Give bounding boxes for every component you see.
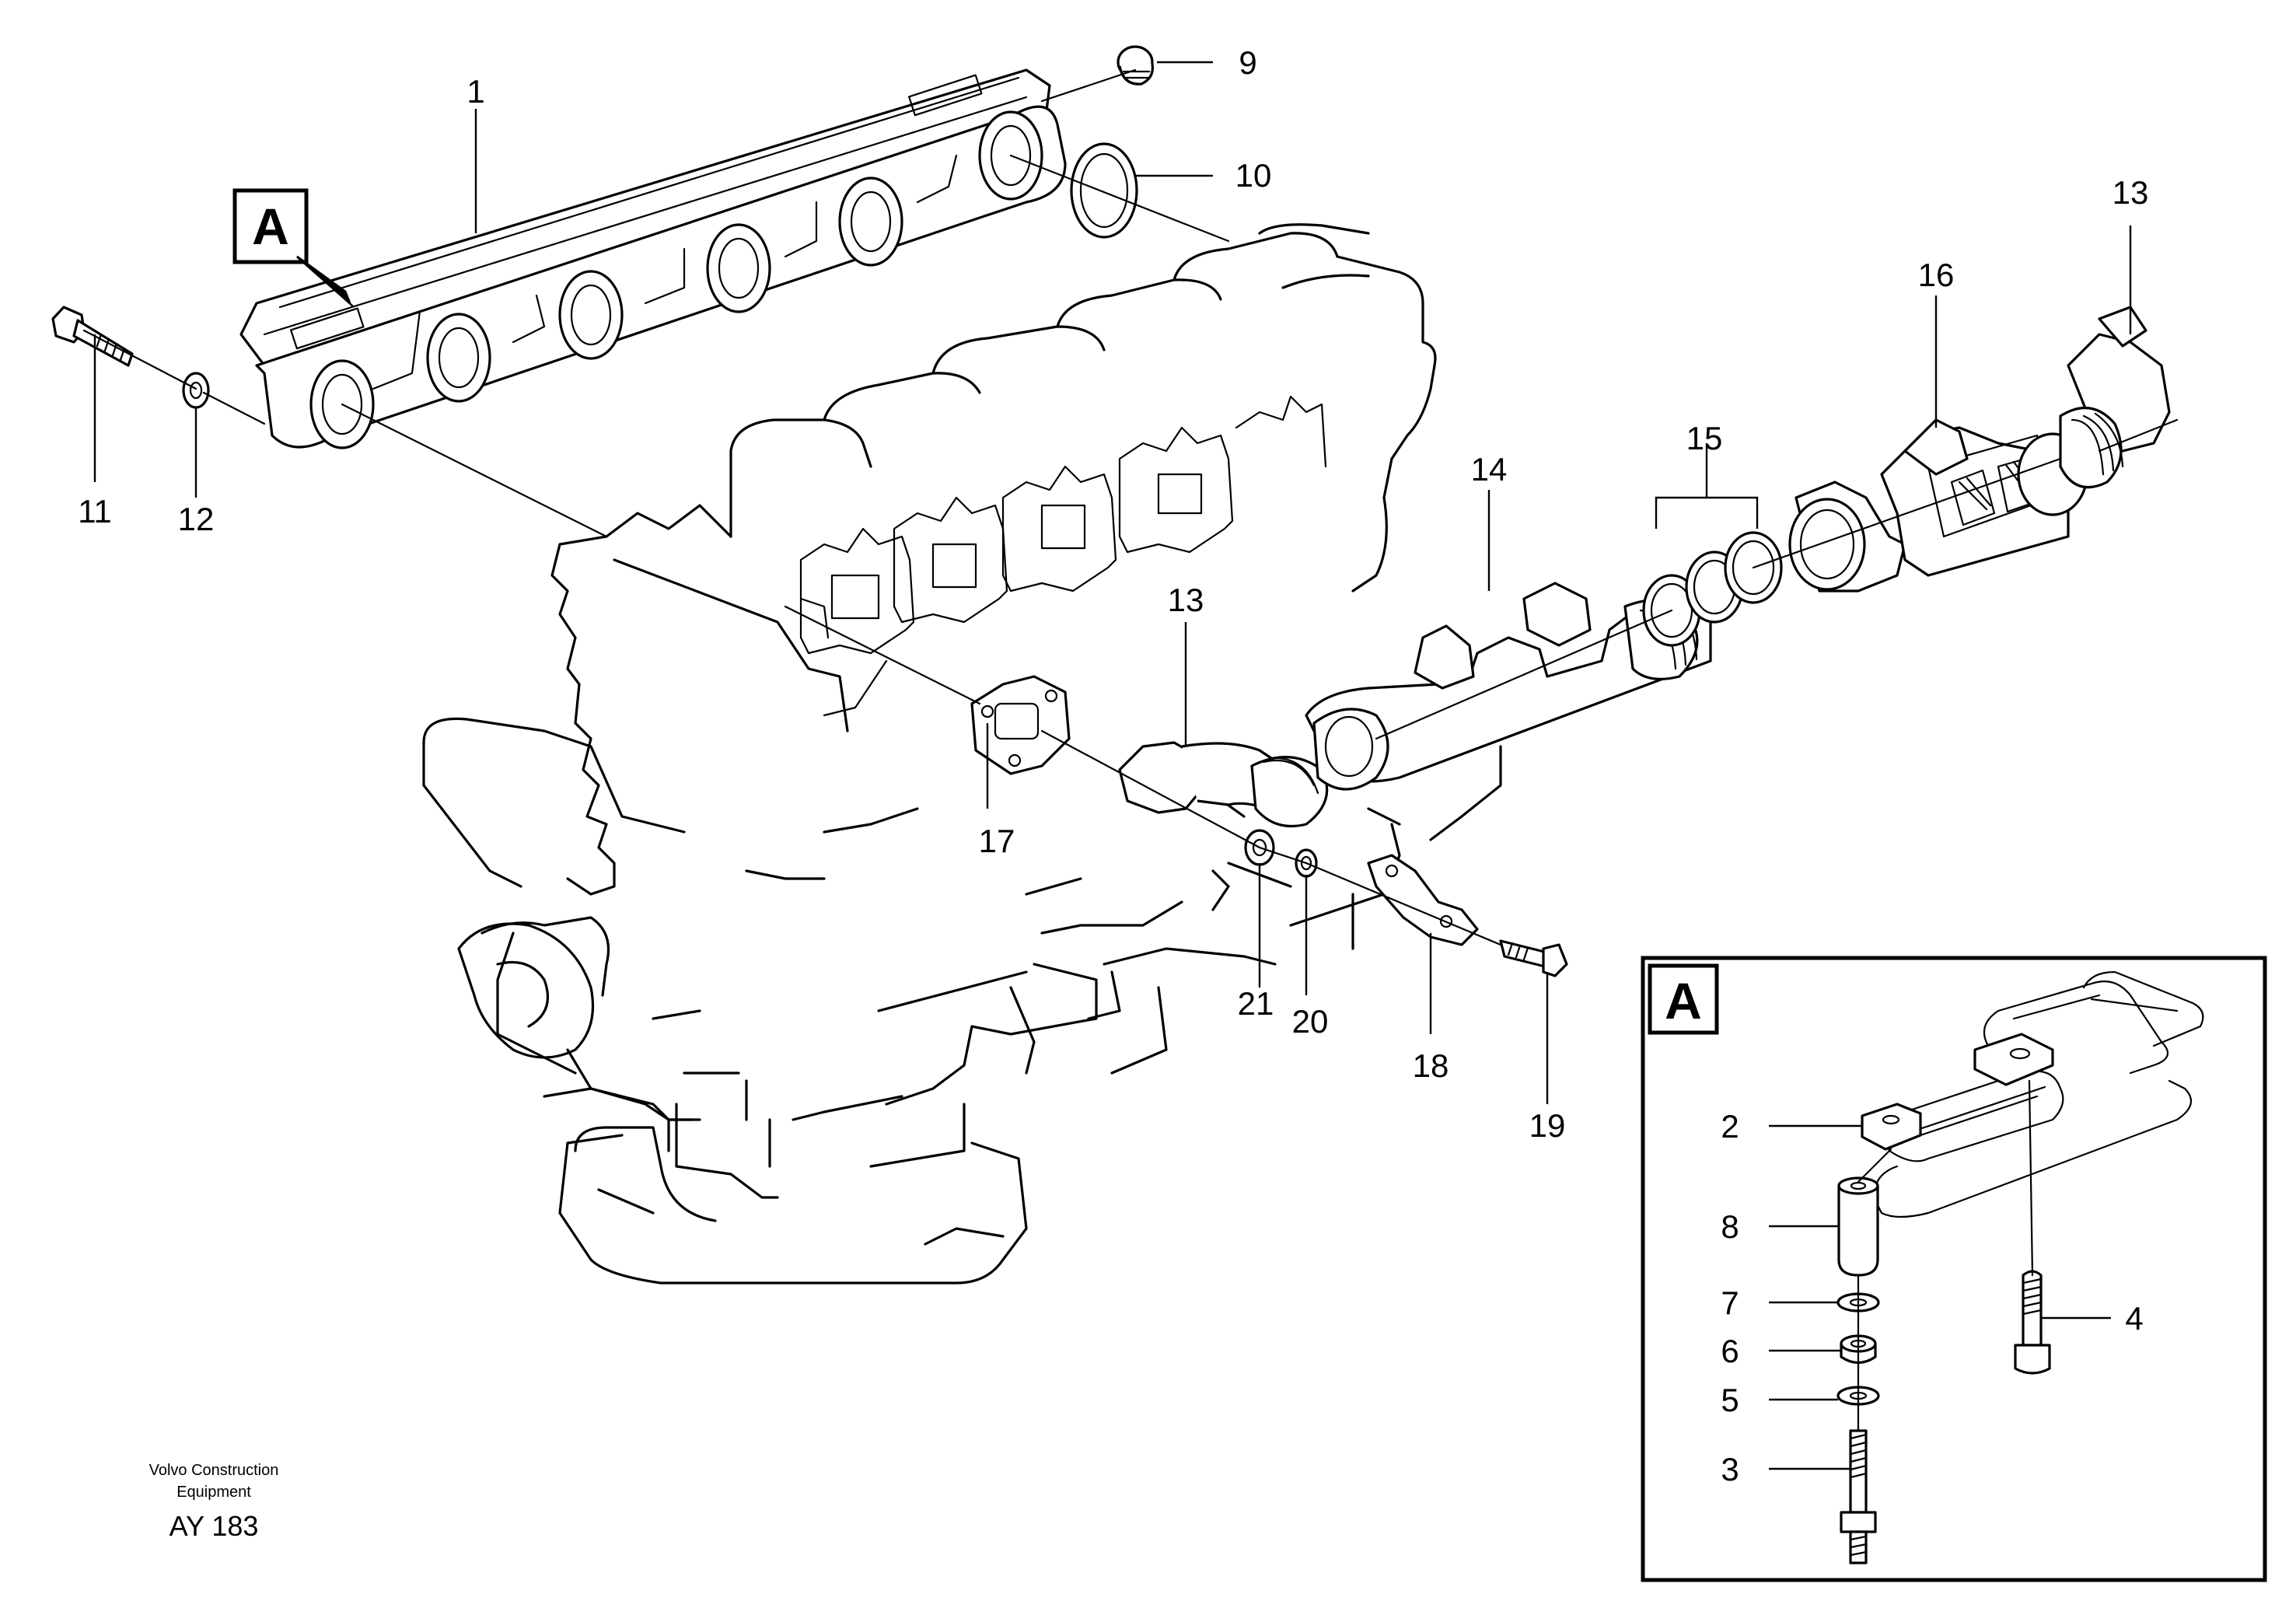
brand-line-2: Equipment: [176, 1484, 251, 1501]
callout-20: 20: [1292, 1003, 1329, 1040]
footer: Volvo Construction Equipment AY 183: [149, 1462, 279, 1542]
callout-13-top: 13: [2113, 174, 2149, 211]
brand-line-1: Volvo Construction: [149, 1462, 279, 1479]
inset-callouts: 2 8 7 6 5 3 4: [1721, 1108, 2143, 1487]
plug-9: [1117, 45, 1155, 86]
gasket-ring-10: [1070, 142, 1138, 239]
callout-2: 2: [1721, 1108, 1739, 1145]
washer-12: [182, 372, 210, 409]
callout-18: 18: [1413, 1047, 1449, 1084]
inset-leaders: [1769, 1124, 2111, 1470]
callout-4: 4: [2125, 1300, 2143, 1337]
callout-labels: 1 9 10 11 12 13 16 15 14 13 17 21 20 18 …: [78, 44, 2148, 1144]
callout-17: 17: [979, 823, 1015, 859]
callout-10: 10: [1235, 157, 1272, 194]
callout-13-mid: 13: [1168, 582, 1204, 618]
manifold-ports: [309, 110, 1043, 449]
svg-text:A: A: [252, 198, 289, 255]
callout-14: 14: [1471, 451, 1508, 488]
callout-21: 21: [1238, 985, 1274, 1022]
callout-19: 19: [1529, 1107, 1566, 1144]
callout-8: 8: [1721, 1208, 1739, 1245]
callout-1: 1: [467, 73, 484, 110]
callout-leaders: [93, 61, 2132, 1104]
callout-11: 11: [78, 493, 112, 530]
drawing-code: AY 183: [169, 1510, 259, 1542]
callout-7: 7: [1721, 1285, 1739, 1321]
detail-inset-a: A: [1641, 956, 2267, 1582]
callout-16: 16: [1918, 257, 1955, 293]
assembly-axes: [82, 68, 2179, 946]
callout-12: 12: [178, 501, 215, 537]
callout-5: 5: [1721, 1382, 1739, 1418]
callout-3: 3: [1721, 1451, 1739, 1487]
callout-9: 9: [1239, 44, 1256, 81]
callout-6: 6: [1721, 1333, 1739, 1369]
callout-15: 15: [1686, 420, 1723, 456]
svg-text:A: A: [1665, 972, 1702, 1029]
exhaust-manifold: [239, 68, 1067, 449]
detail-tag-a: A: [232, 188, 355, 308]
inset-parts: [1836, 970, 2204, 1564]
exhaust-pipe-assembly: [970, 306, 2171, 977]
bolt-11: [51, 306, 134, 367]
engine-block-outline: [422, 223, 1502, 1285]
